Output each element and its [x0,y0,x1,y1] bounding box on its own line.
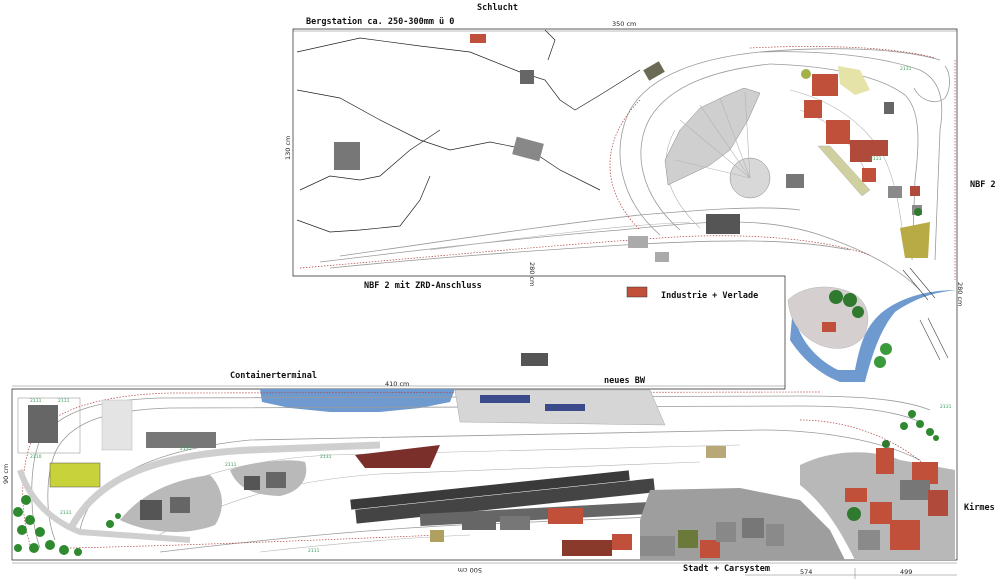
dim-bottom-seg-b: 499 [900,568,912,576]
dim-mid-width: 410 cm [385,380,409,388]
town [430,440,955,560]
label-kirmes: Kirmes [964,502,995,513]
label-nbf2-right: NBF 2 [970,180,996,190]
dim-right-height: 280 cm [956,282,964,306]
code-2111-d: 2111 [308,548,320,554]
label-nbf2-zrd: NBF 2 mit ZRD-Anschluss [364,280,482,291]
track-codes: 2131 2131 2111 2111 2111 2110 2131 2131 … [30,66,952,554]
code-2131-c: 2131 [60,510,72,516]
tunnel-rock [120,460,307,532]
label-neues-bw: neues BW [604,376,646,386]
new-bw-yard [350,389,666,527]
area-labels: Schlucht Bergstation ca. 250-300mm ü 0 N… [230,3,996,574]
river [260,270,957,412]
code-2131-b: 2131 [940,404,952,410]
dim-top-width: 350 cm [612,20,636,28]
code-2111-a: 2111 [225,462,237,468]
code-2110: 2110 [30,454,42,460]
dimension-labels: 350 cm 130 cm 280 cm 280 cm 410 cm 90 cm… [2,20,964,576]
industrie-building [626,286,648,298]
dimension-lines [12,30,957,579]
depot-building [521,353,548,366]
code-2131-a: 2131 [900,66,912,72]
label-stadt-carsystem: Stadt + Carsystem [683,564,770,574]
label-industrie: Industrie + Verlade [661,290,758,301]
dim-bottom-width: 500 cm [458,566,482,574]
label-containerterminal: Containerterminal [230,370,317,381]
trees [13,410,939,556]
label-schlucht: Schlucht [477,3,518,13]
code-2111-b: 2111 [30,398,42,404]
label-bergstation: Bergstation ca. 250-300mm ü 0 [306,16,454,27]
buildings-upper [334,34,930,262]
terrain-lines [296,29,641,233]
code-2131-f: 2131 [180,446,192,452]
dim-bottom-seg-a: 574 [800,568,812,576]
track-network-lower [17,391,931,553]
code-2111-c: 2111 [58,398,70,404]
rock-area [787,267,949,368]
code-2131-e: 2131 [870,156,882,162]
dim-left-height-upper: 130 cm [284,136,292,160]
code-2131-d: 2131 [320,454,332,460]
dim-inner-vertical: 280 cm [528,262,536,286]
container-terminal [17,397,216,488]
board-outline [11,28,958,561]
dim-left-height-lower: 90 cm [2,464,10,484]
